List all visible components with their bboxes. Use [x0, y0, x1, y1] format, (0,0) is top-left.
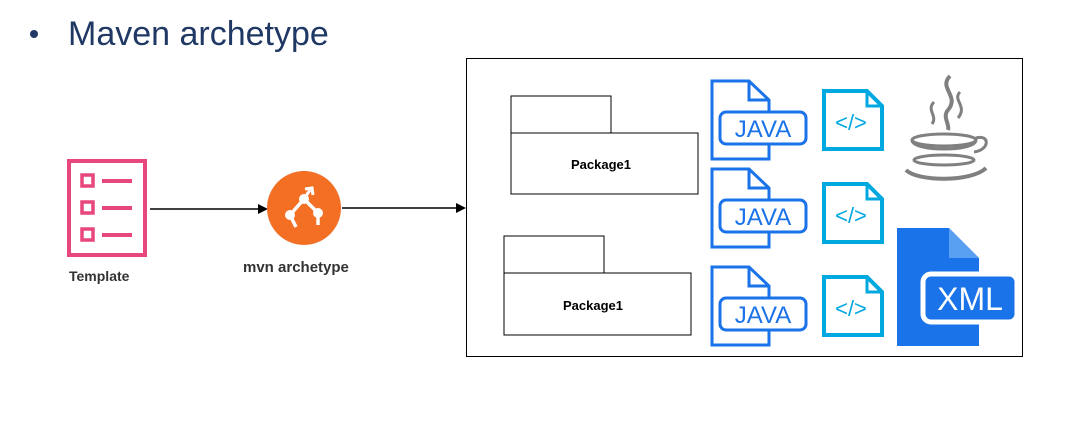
- mvn-archetype-icon: [267, 171, 341, 245]
- bullet-dot: [30, 30, 38, 38]
- output-project-box: [466, 58, 1023, 357]
- java-logo-icon: [904, 74, 988, 181]
- xml-file-icon: XML: [897, 228, 1020, 346]
- template-label: Template: [69, 268, 130, 284]
- java-text: JAVA: [735, 302, 791, 329]
- java-file-icon: JAVA: [710, 265, 808, 347]
- code-glyph: </>: [835, 203, 867, 228]
- package-folder: [503, 235, 692, 336]
- package-label: Package1: [571, 157, 631, 172]
- mvn-label: mvn archetype: [243, 259, 349, 276]
- template-icon: [67, 159, 147, 257]
- code-file-icon: </>: [822, 89, 884, 151]
- slide-title: Maven archetype: [30, 10, 329, 58]
- arrow-template-to-mvn: [150, 204, 268, 214]
- java-text: JAVA: [735, 204, 791, 231]
- package-label: Package1: [563, 298, 623, 313]
- package-folder: [510, 95, 699, 195]
- java-text: JAVA: [735, 116, 791, 143]
- code-glyph: </>: [835, 296, 867, 321]
- arrow-mvn-to-output: [342, 203, 466, 213]
- code-file-icon: </>: [822, 182, 884, 244]
- code-glyph: </>: [835, 110, 867, 135]
- title-text: Maven archetype: [68, 14, 329, 53]
- code-file-icon: </>: [822, 275, 884, 337]
- java-file-icon: JAVA: [710, 167, 808, 249]
- xml-text: XML: [937, 281, 1003, 317]
- java-file-icon: JAVA: [710, 79, 808, 161]
